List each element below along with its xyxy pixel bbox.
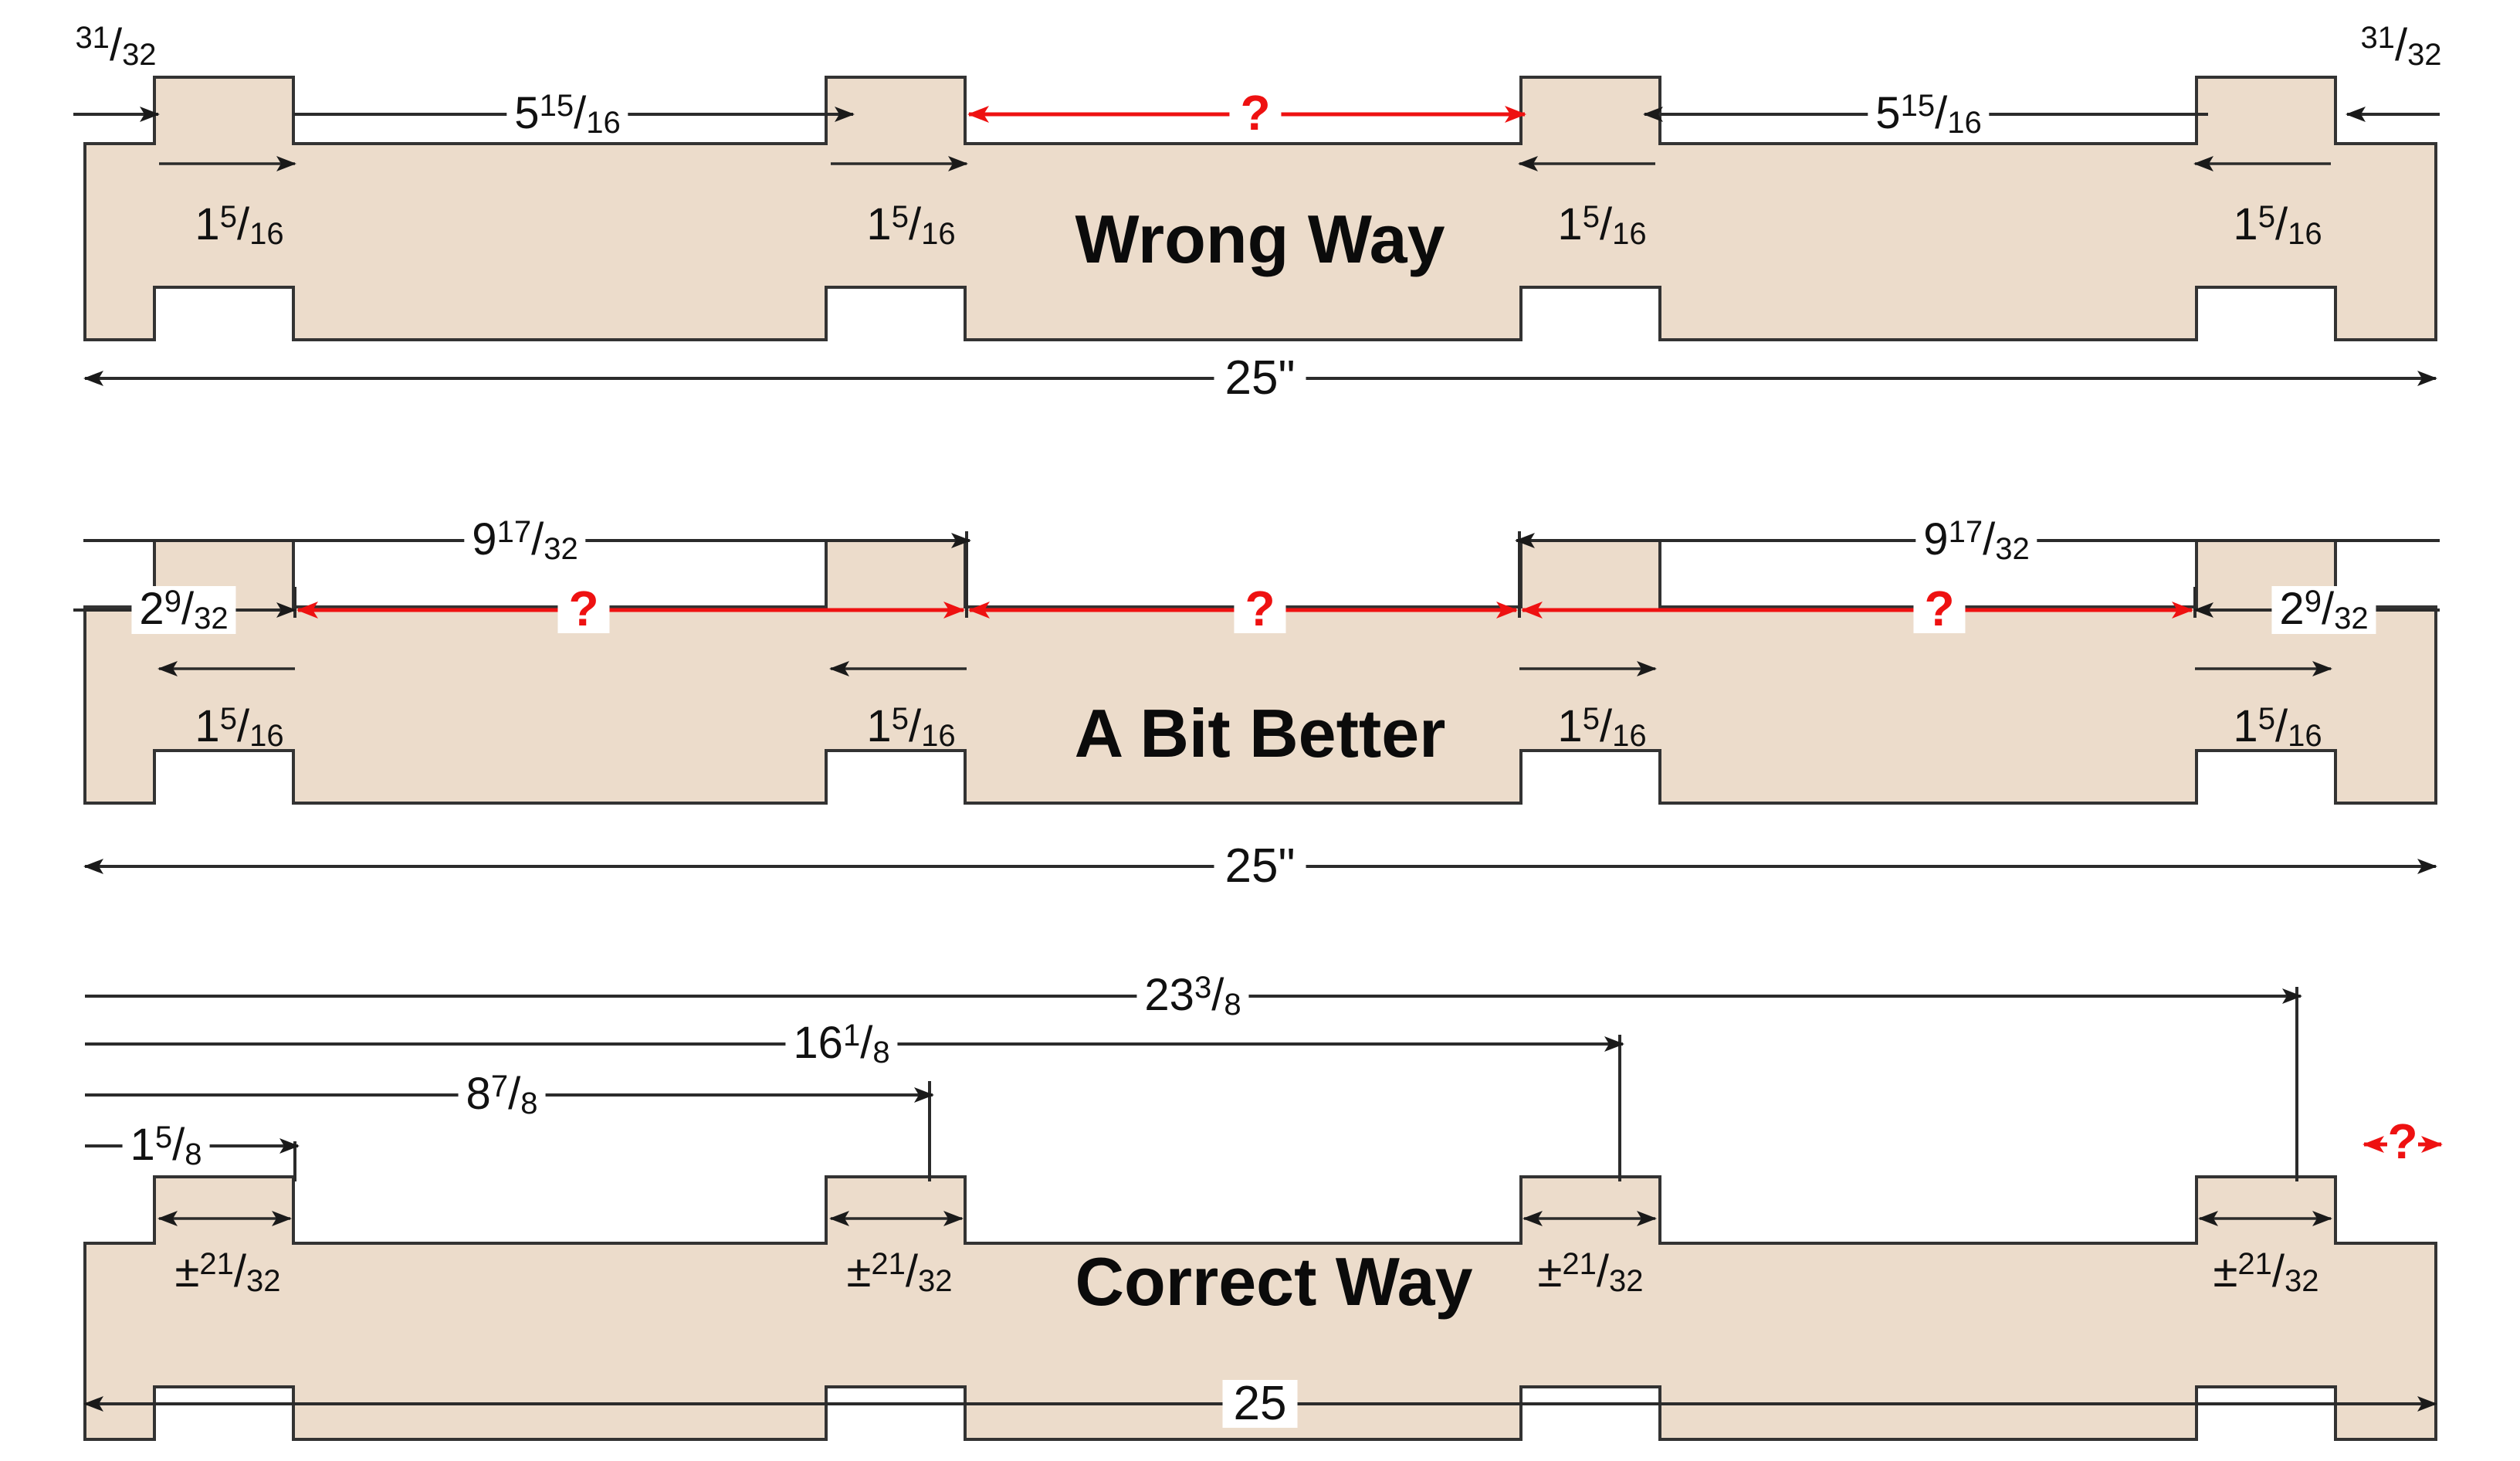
board-profile-1 — [83, 76, 2437, 341]
board-profile-3 — [83, 1175, 2437, 1441]
panel-wrong-way — [73, 76, 2440, 386]
board-profile-2 — [83, 539, 2437, 805]
panel-correct-way — [83, 987, 2443, 1441]
panel-a-bit-better — [73, 531, 2440, 874]
